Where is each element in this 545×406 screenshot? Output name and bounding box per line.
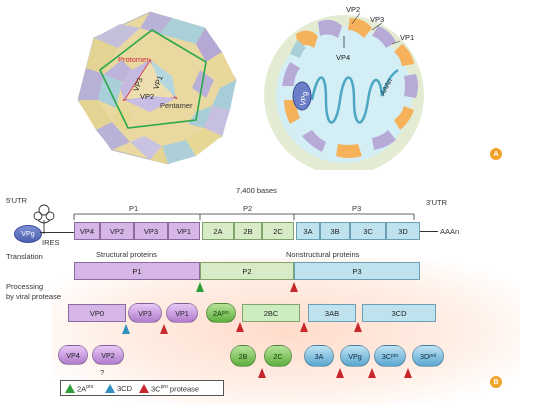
vp4-vp2-question: ? <box>100 368 105 377</box>
genome-vp1: VP1 <box>168 222 200 240</box>
genome-2c: 2C <box>262 222 294 240</box>
virion-vpg-label: VPg <box>298 91 309 107</box>
translation-label: Translation <box>6 252 43 261</box>
protomer-label: Protomer <box>118 55 149 64</box>
genome-2b: 2B <box>234 222 262 240</box>
pentamer-label: Pentamer <box>160 101 193 110</box>
virion-cross-section <box>264 15 424 170</box>
processed-vp0: VP0 <box>68 304 126 322</box>
cleavage-3cpro-marker-2bc3ab <box>300 322 308 332</box>
structural-proteins-label: Structural proteins <box>96 250 157 259</box>
processed-3dpol-text: 3D <box>420 351 430 361</box>
legend-3cd: 3CD <box>117 384 133 393</box>
cleavage-2apro-marker <box>196 282 204 292</box>
virion-vp3-label: VP3 <box>370 15 384 24</box>
processed-3dpol-sup: pol <box>429 353 436 359</box>
genome-vp4: VP4 <box>74 222 100 240</box>
genome-vpg: VPg <box>14 225 42 243</box>
region-p2-label: P2 <box>243 204 253 213</box>
translation-p3: P3 <box>294 262 420 280</box>
genome-length-label: 7,400 bases <box>236 186 277 195</box>
genome-3a: 3A <box>296 222 320 240</box>
legend-3cpro-tail: protease <box>167 384 200 394</box>
cleavage-3cpro-marker-p2p3 <box>290 282 298 292</box>
processing-label-1: Processing <box>6 282 44 291</box>
genome-line-5 <box>40 232 74 233</box>
panel-b-badge: B <box>490 376 502 388</box>
processed-3cd: 3CD <box>362 304 436 322</box>
processed-2apro-text: 2A <box>212 308 222 318</box>
capsid-icosahedron <box>77 11 237 165</box>
legend-2apro-sup: pro <box>86 384 94 390</box>
processed-vp4: VP4 <box>58 345 88 365</box>
processing-glow <box>52 258 520 404</box>
cleavage-3cpro-marker-3avpg <box>336 368 344 378</box>
processed-3cpro-text: 3C <box>381 351 391 361</box>
panel-a-illustration: Protomer Pentamer VP3 VP1 VP2 VPg AAA <box>77 5 424 170</box>
capsid-vp2-label: VP2 <box>140 92 154 101</box>
region-brackets <box>73 213 415 220</box>
virion-vp2-label: VP2 <box>346 5 360 14</box>
legend-box: 2Apro 3CD 3Cpro protease <box>60 380 224 396</box>
polyA-label: AAAn <box>440 227 460 236</box>
legend-3cpro-sup: pro <box>160 384 168 390</box>
region-p1-label: P1 <box>129 204 139 213</box>
genome-line-3 <box>420 231 438 232</box>
cleavage-3cpro-marker-3ab3cd <box>354 322 362 332</box>
utr3-label: 3'UTR <box>426 198 448 207</box>
cleavage-3cpro-marker-vpg3c <box>368 368 376 378</box>
processed-2bc: 2BC <box>242 304 300 322</box>
cleavage-3cpro-marker-vp3vp1 <box>160 324 168 334</box>
genome-vp2: VP2 <box>100 222 134 240</box>
cleavage-3cd-marker <box>122 324 130 334</box>
translation-p1: P1 <box>74 262 200 280</box>
translation-p2: P2 <box>200 262 294 280</box>
genome-3b: 3B <box>320 222 350 240</box>
utr5-stem-loop <box>33 204 55 234</box>
ires-label: IRES <box>42 238 60 247</box>
processed-vpg: VPg <box>340 345 370 367</box>
cleavage-3cpro-marker-3c3d <box>404 368 412 378</box>
legend-3cpro: 3Cpro protease <box>151 384 199 394</box>
processing-label-2: by viral protease <box>6 292 62 301</box>
virion-vp1-label: VP1 <box>400 33 414 42</box>
panel-a-badge: A <box>490 148 502 160</box>
genome-3c: 3C <box>350 222 386 240</box>
legend-red-triangle <box>139 384 149 393</box>
processed-2c: 2C <box>264 345 292 367</box>
cleavage-3cpro-marker-2b2c <box>258 368 266 378</box>
legend-green-triangle <box>65 384 75 393</box>
legend-3cpro-text: 3C <box>151 384 161 394</box>
virion-vp4-label: VP4 <box>336 53 350 62</box>
legend-blue-triangle <box>105 384 115 393</box>
nonstructural-proteins-label: Nonstructural proteins <box>286 250 360 259</box>
utr5-label: 5'UTR <box>6 196 28 205</box>
cleavage-3cpro-marker-2a2bc <box>236 322 244 332</box>
region-p3-label: P3 <box>352 204 362 213</box>
processed-3cpro-sup: pro <box>390 353 399 359</box>
processed-vp1: VP1 <box>166 303 198 323</box>
processed-3a: 3A <box>304 345 334 367</box>
processed-2apro-sup: pro <box>221 310 230 316</box>
processed-3ab: 3AB <box>308 304 356 322</box>
processed-vp3: VP3 <box>128 303 162 323</box>
genome-vp3: VP3 <box>134 222 168 240</box>
legend-2apro: 2Apro <box>77 384 93 394</box>
processed-2b: 2B <box>230 345 256 367</box>
genome-2a: 2A <box>202 222 234 240</box>
processed-vp2: VP2 <box>92 345 124 365</box>
legend-2apro-text: 2A <box>77 384 87 394</box>
genome-3d: 3D <box>386 222 420 240</box>
